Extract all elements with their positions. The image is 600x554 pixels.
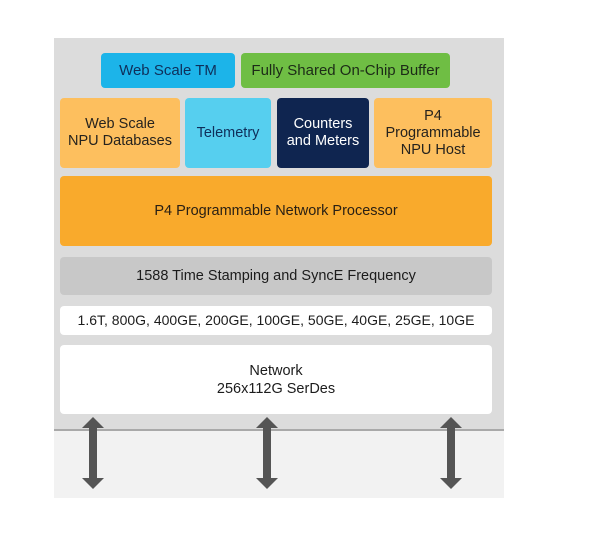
npu-host-label: P4 Programmable NPU Host xyxy=(385,107,481,158)
bidirectional-arrow-icon xyxy=(440,417,462,489)
npu-databases-block: Web Scale NPU Databases xyxy=(60,98,180,168)
network-processor-label: P4 Programmable Network Processor xyxy=(154,202,398,219)
network-processor-block: P4 Programmable Network Processor xyxy=(60,176,492,246)
bidirectional-arrow-icon xyxy=(256,417,278,489)
shared-buffer-label: Fully Shared On-Chip Buffer xyxy=(251,62,440,79)
npu-host-block: P4 Programmable NPU Host xyxy=(374,98,492,168)
serdes-label: Network 256x112G SerDes xyxy=(216,362,336,397)
counters-meters-block: Counters and Meters xyxy=(277,98,369,168)
external-interface-area xyxy=(54,431,504,498)
counters-meters-label: Counters and Meters xyxy=(286,116,360,149)
telemetry-block: Telemetry xyxy=(185,98,271,168)
web-scale-tm-block: Web Scale TM xyxy=(101,53,235,88)
port-speeds-block: 1.6T, 800G, 400GE, 200GE, 100GE, 50GE, 4… xyxy=(60,306,492,335)
port-speeds-label: 1.6T, 800G, 400GE, 200GE, 100GE, 50GE, 4… xyxy=(77,312,475,328)
time-stamping-block: 1588 Time Stamping and SyncE Frequency xyxy=(60,257,492,295)
serdes-block: Network 256x112G SerDes xyxy=(60,345,492,414)
npu-databases-label: Web Scale NPU Databases xyxy=(68,116,172,149)
web-scale-tm-label: Web Scale TM xyxy=(119,62,217,79)
shared-buffer-block: Fully Shared On-Chip Buffer xyxy=(241,53,450,88)
time-stamping-label: 1588 Time Stamping and SyncE Frequency xyxy=(136,267,416,284)
bidirectional-arrow-icon xyxy=(82,417,104,489)
telemetry-label: Telemetry xyxy=(196,124,260,141)
